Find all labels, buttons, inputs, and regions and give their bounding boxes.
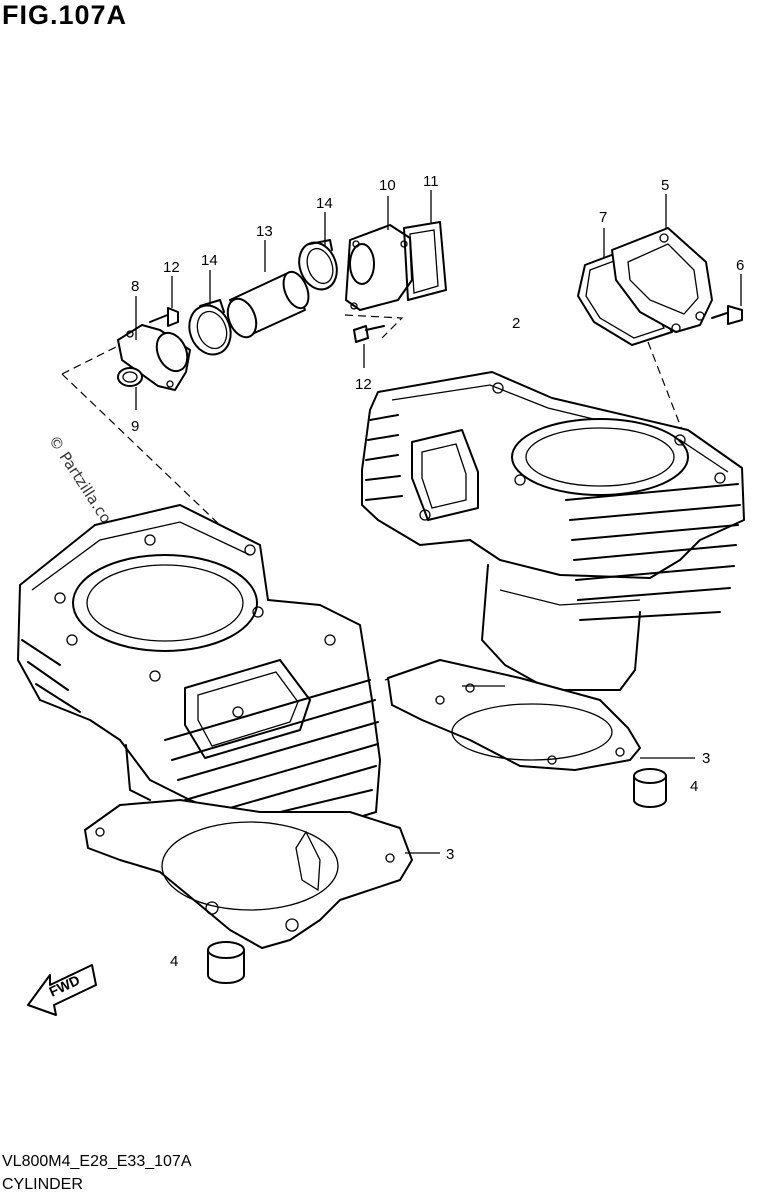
callout-4-rear-dowel: 4 [690,778,698,795]
callout-6: 6 [736,257,744,274]
callout-11: 11 [423,173,439,190]
callout-8: 8 [131,278,139,295]
cover-10 [345,224,413,311]
callout-14-left: 14 [201,252,218,269]
callout-4-front-dowel: 4 [170,953,178,970]
callout-3-front-gasket: 3 [446,846,454,863]
rear-base-gasket [387,659,641,771]
front-base-gasket [84,799,413,949]
diagram-code: VL800M4_E28_E33_107A [2,1153,192,1170]
bolt-6 [711,305,743,325]
callout-13: 13 [256,223,273,240]
callout-9: 9 [131,418,139,435]
callout-14-right: 14 [316,195,333,212]
cover-5 [611,227,713,333]
callout-10: 10 [379,177,396,194]
intake-hose-13 [226,270,310,339]
callout-7: 7 [599,209,607,226]
clamp-14-right [298,239,338,291]
rear-cylinder [361,371,745,691]
o-ring-9 [117,367,143,387]
bolt-12-left [149,307,179,327]
front-dowel-pin [207,941,245,984]
fwd-arrow-icon: FWD [27,964,97,1016]
callout-numbers: 2 3 3 4 4 5 6 7 8 9 10 11 12 12 13 14 14 [131,173,744,970]
figure-title: FIG.107A [2,0,128,30]
rear-dowel-pin [633,768,667,808]
gasket-11 [403,221,447,301]
callout-5: 5 [661,177,669,194]
bolt-12-bottom [353,325,385,343]
callout-leaders [135,190,742,854]
callout-2: 2 [512,315,520,332]
clamp-14-left [188,299,232,356]
callout-12-top: 12 [163,259,180,276]
callout-3-rear-gasket: 3 [702,750,710,767]
front-cylinder [17,504,381,831]
callout-12-bottom: 12 [355,376,372,393]
intake-pipe-8 [117,324,191,391]
section-name: CYLINDER [2,1176,83,1193]
